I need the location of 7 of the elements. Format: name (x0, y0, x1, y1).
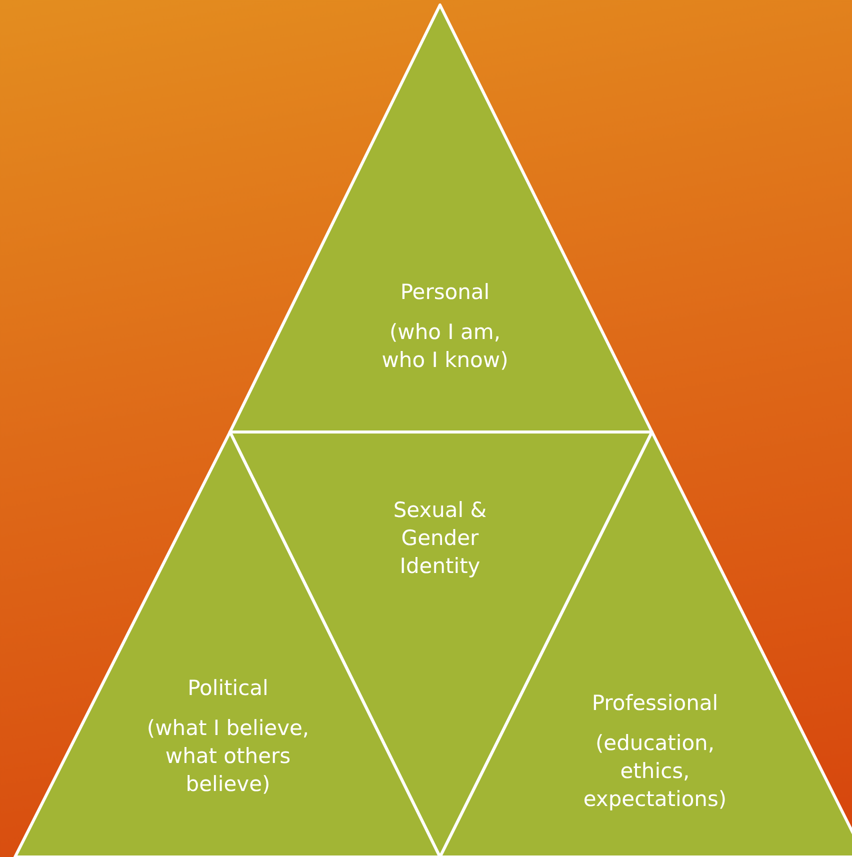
segment-heading: Personal (399, 279, 491, 306)
segment-text: Sexual & Gender Identity (392, 497, 488, 580)
segment-text: (education, ethics, expectations) (582, 730, 728, 813)
segment-heading: Professional (590, 690, 720, 717)
segment-heading: Political (186, 675, 270, 702)
segment-text: (what I believe, what others believe) (146, 715, 310, 798)
segment-text: (who I am, who I know) (380, 319, 510, 374)
